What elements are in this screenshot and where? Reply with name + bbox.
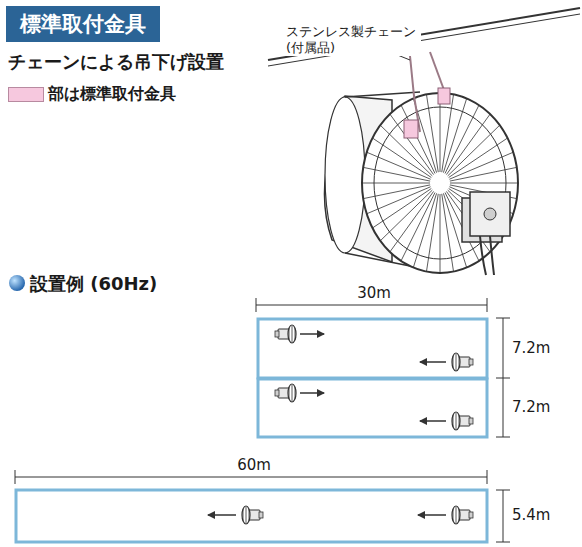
rooms xyxy=(16,319,487,542)
dimension: 5.4m xyxy=(512,506,550,524)
dimension: 60m xyxy=(234,456,274,474)
fan-illustration xyxy=(268,8,580,275)
bullet xyxy=(9,275,25,291)
dimension: 30m xyxy=(354,284,394,302)
dimension: 7.2m xyxy=(512,398,550,416)
fan-icons xyxy=(208,325,473,524)
legend-swatch xyxy=(8,87,44,102)
heading-box: 標準取付金具 xyxy=(6,6,160,42)
dimension-lines xyxy=(15,298,510,542)
callout-label: ステンレス製チェーン (付属品) xyxy=(286,24,421,56)
section-heading: 設置例 (60Hz) xyxy=(30,272,157,296)
legend-text: 部は標準取付金具 xyxy=(48,84,176,105)
subheading: チェーンによる吊下げ設置 xyxy=(8,50,224,74)
dimension: 7.2m xyxy=(512,339,550,357)
